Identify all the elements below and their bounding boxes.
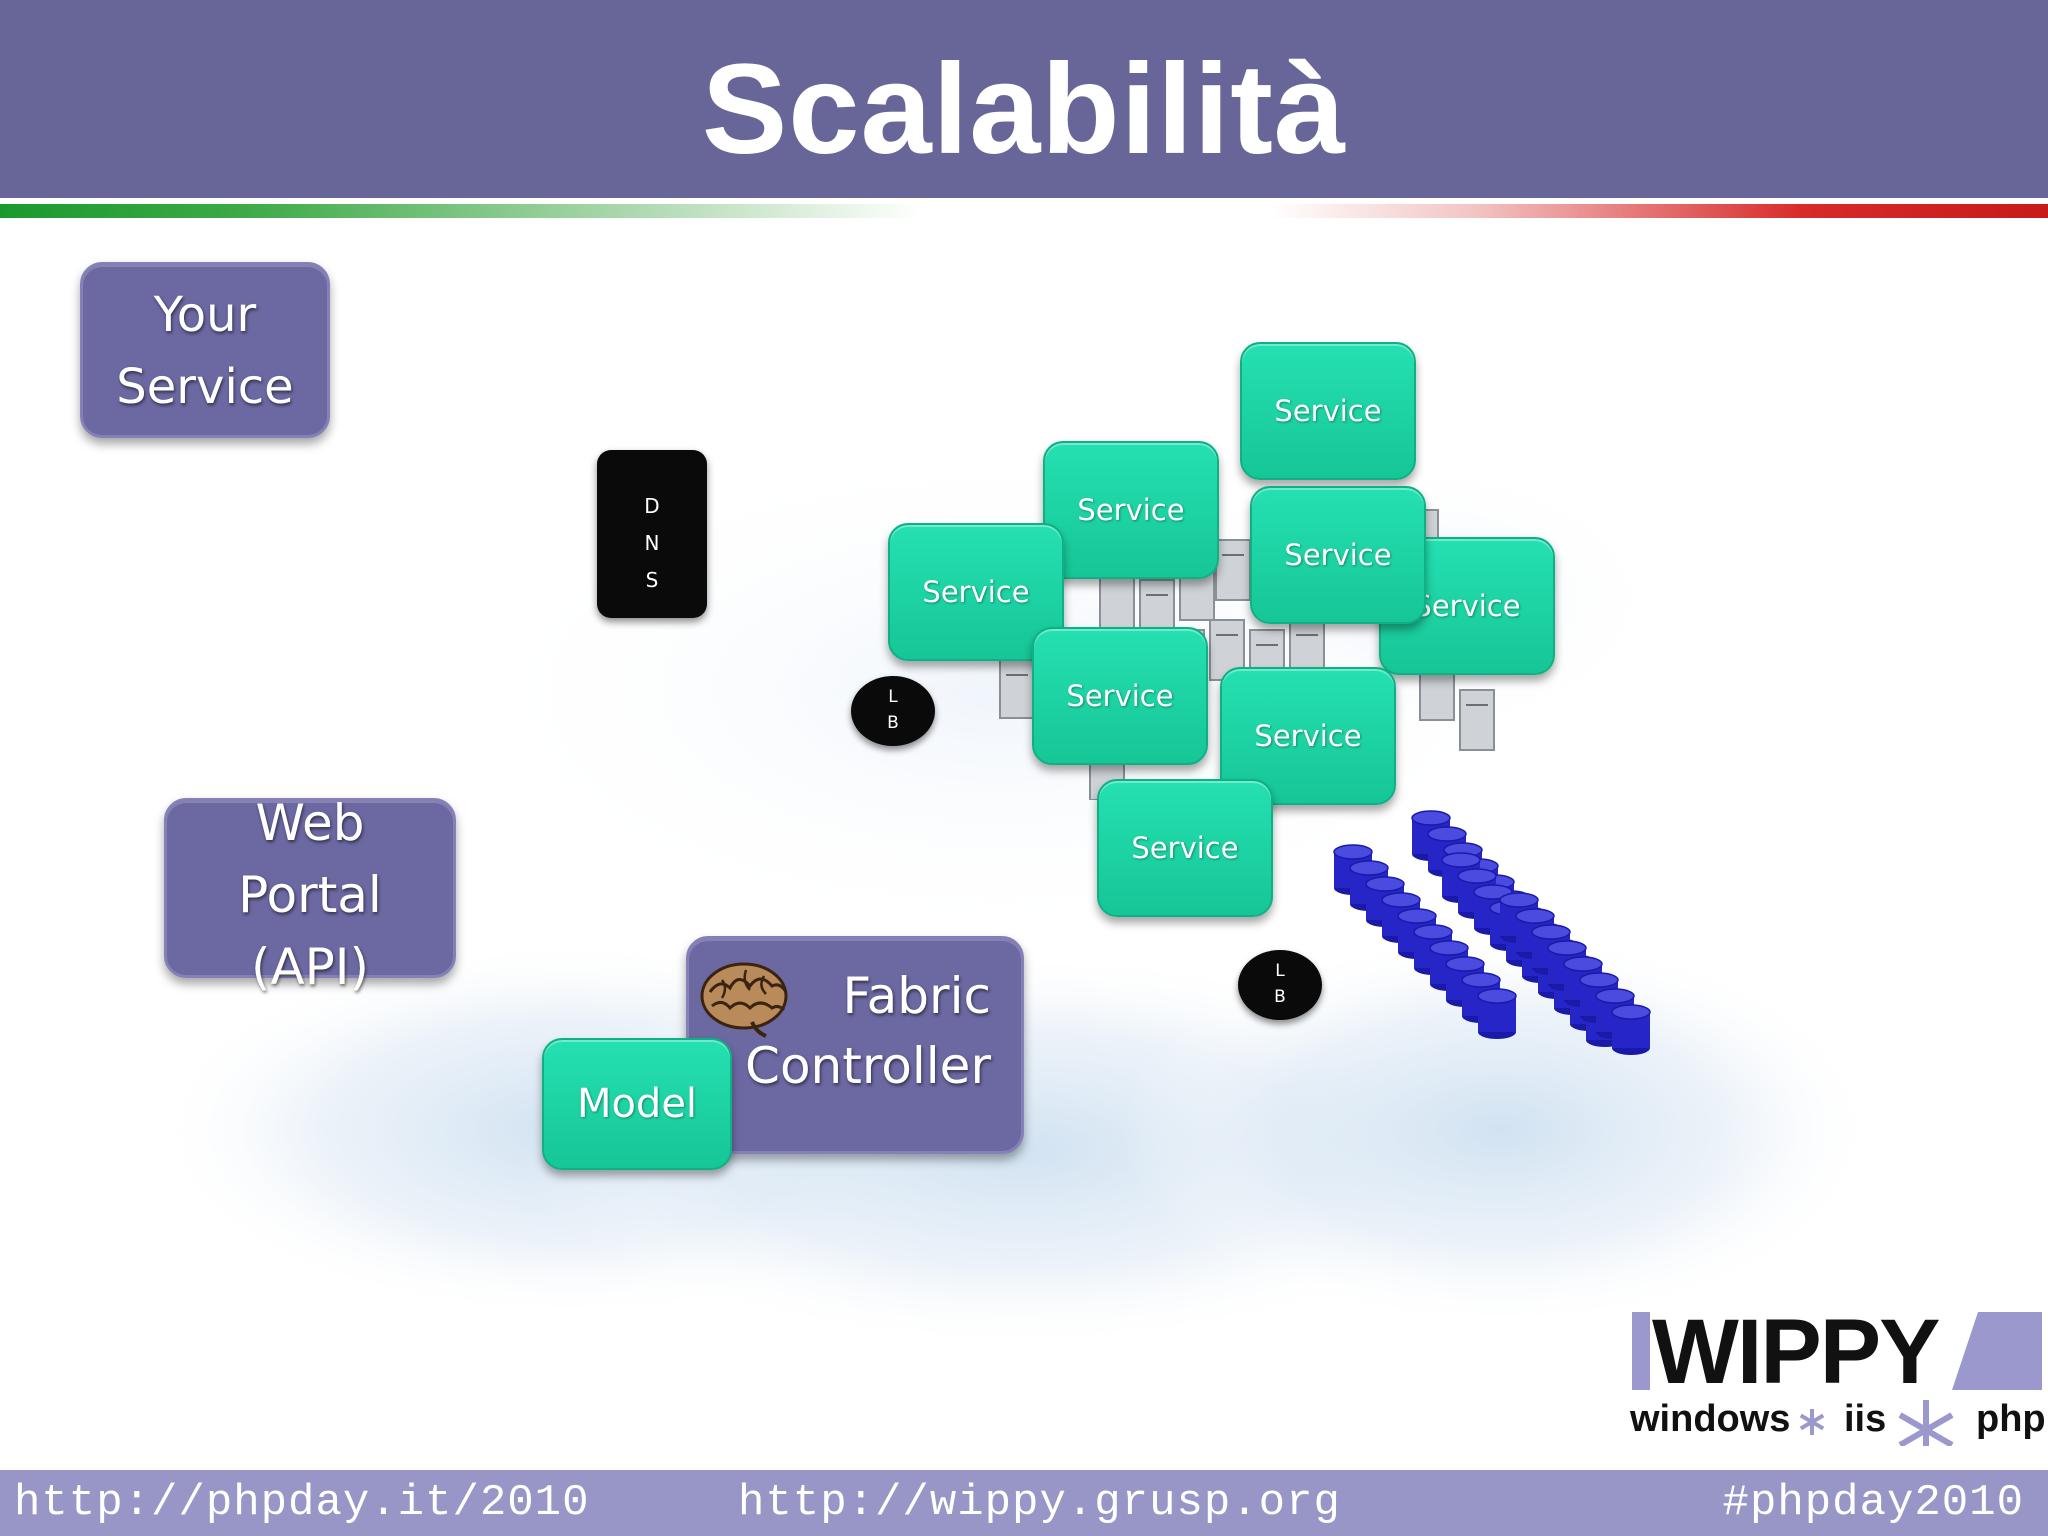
lb-letter-b: B (887, 713, 899, 733)
lb-letter-l: L (1275, 961, 1285, 981)
service-box: Service (1043, 441, 1219, 579)
wippy-logo-php: php (1976, 1398, 2046, 1440)
storage-cylinder (1611, 1004, 1651, 1055)
lb-letter-b: B (1274, 987, 1286, 1007)
storage-icon (1333, 810, 1651, 1055)
load-balancer-node: L B (1238, 950, 1322, 1020)
fabric-controller-line1: Fabric (842, 967, 992, 1025)
wippy-logo-graphic (1632, 1312, 2042, 1446)
footer-hashtag: #phpday2010 (1722, 1478, 2024, 1528)
your-service-box: Your Service (80, 262, 330, 438)
wippy-logo-iis: iis (1844, 1398, 1887, 1440)
service-box: Service (1240, 342, 1416, 480)
web-portal-line2: Portal (238, 866, 382, 924)
brain-icon (700, 962, 788, 1038)
title-bar (0, 0, 2048, 198)
model-box: Model (542, 1038, 732, 1170)
dns-letter-s: S (645, 568, 659, 592)
server-rack-icons (999, 509, 1495, 800)
web-portal-line1: Web (255, 794, 365, 852)
service-box: Service (1032, 627, 1208, 765)
storage-cylinder (1477, 988, 1517, 1039)
footer-link-phpday[interactable]: http://phpday.it/2010 (14, 1478, 590, 1528)
wippy-logo: WIPPY windows iis php (1622, 1301, 2048, 1446)
service-box: Service (1097, 779, 1273, 917)
italian-flag-line (0, 204, 2048, 218)
your-service-line2: Service (116, 359, 294, 415)
your-service-line1: Your (153, 287, 257, 343)
service-box: Service (1250, 486, 1426, 624)
fabric-controller-line2: Controller (745, 1037, 991, 1095)
dns-box: D N S (597, 450, 707, 618)
lb-letter-l: L (888, 687, 898, 707)
web-portal-box: Web Portal (API) (164, 794, 456, 996)
web-portal-line3: (API) (250, 938, 370, 996)
load-balancer-node: L B (851, 676, 935, 746)
footer-link-wippy[interactable]: http://wippy.grusp.org (738, 1478, 1341, 1528)
dns-letter-d: D (644, 494, 660, 518)
wippy-logo-windows: windows (1630, 1398, 1791, 1440)
dns-letter-n: N (644, 531, 660, 555)
slide-title: Scalabilità (701, 38, 1347, 181)
footer-bar (0, 1470, 2048, 1536)
wippy-logo-word: WIPPY (1652, 1301, 1940, 1403)
